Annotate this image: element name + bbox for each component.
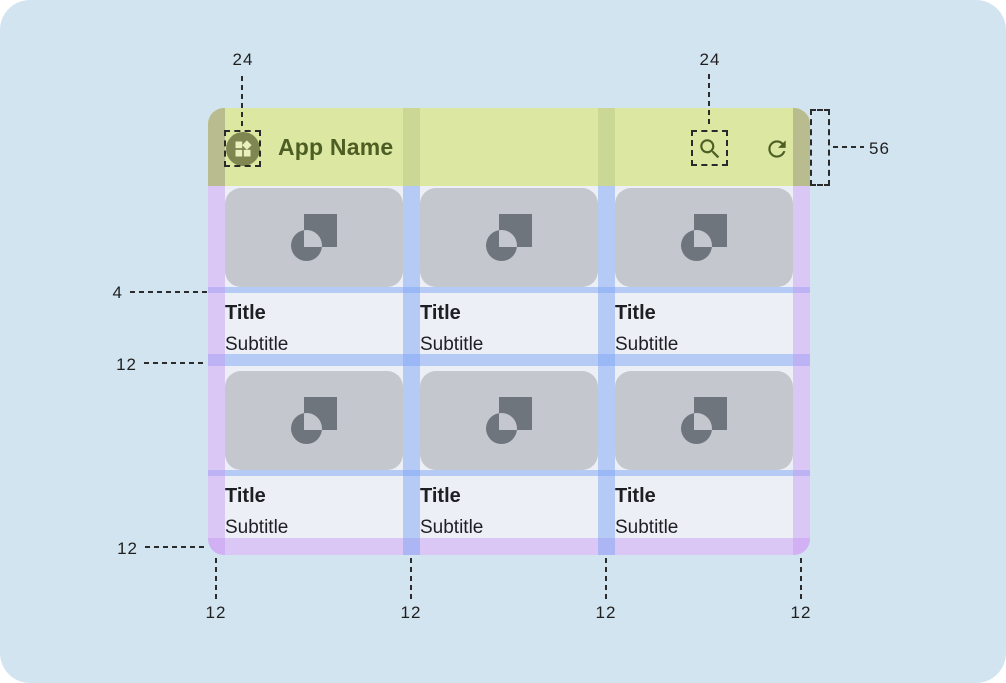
dim-label-column-spacing: 12 [790,603,812,622]
card-subtitle: Subtitle [225,334,289,355]
card[interactable]: Title Subtitle [225,188,403,356]
widgets-icon [233,139,253,159]
image-text-gap-band [208,470,810,476]
search-icon [697,136,723,162]
refresh-icon [764,136,790,162]
dim-label-action-icon: 24 [699,50,721,69]
card[interactable]: Title Subtitle [225,371,403,539]
image-placeholder-icon [486,214,532,261]
bottom-margin-band [208,538,810,555]
image-placeholder-icon [681,214,727,261]
dim-leader-line [708,74,710,128]
left-margin-band [208,108,225,555]
card[interactable]: Title Subtitle [615,371,793,539]
card-subtitle: Subtitle [615,517,679,538]
dim-leader-line [800,558,802,600]
card-title: Title [225,302,266,324]
card-title: Title [420,302,461,324]
image-placeholder-icon [291,214,337,261]
dim-leader-line [410,558,412,600]
dim-label-column-spacing: 12 [205,603,227,622]
dim-label-image-text-gap: 4 [112,283,123,302]
dim-leader-line [145,546,207,548]
image-placeholder-icon [291,397,337,444]
dim-leader-line [215,558,217,600]
card-image-placeholder [420,371,598,470]
card-title: Title [420,485,461,507]
dim-label-appbar-height: 56 [869,139,890,158]
card[interactable]: Title Subtitle [615,188,793,356]
card-subtitle: Subtitle [420,517,484,538]
app-mockup: App Name [208,108,810,555]
app-title: App Name [278,133,394,160]
card-image-placeholder [420,188,598,287]
dim-label-bottom-margin: 12 [117,539,138,558]
card[interactable]: Title Subtitle [420,188,598,356]
search-button[interactable] [697,136,723,162]
dim-label-column-spacing: 12 [595,603,617,622]
refresh-button[interactable] [764,136,790,162]
card-image-placeholder [225,188,403,287]
dim-leader-line [241,76,243,128]
dim-box-action-icon [691,130,728,166]
dim-bracket-appbar-height [810,109,830,186]
card-title: Title [225,485,266,507]
card-image-placeholder [615,371,793,470]
card-subtitle: Subtitle [225,517,289,538]
image-placeholder-icon [681,397,727,444]
dim-label-row-spacing: 12 [116,355,137,374]
card-image-placeholder [615,188,793,287]
card[interactable]: Title Subtitle [420,371,598,539]
app-menu-button[interactable] [226,132,260,166]
right-margin-band [793,108,810,555]
card-subtitle: Subtitle [615,334,679,355]
card-subtitle: Subtitle [420,334,484,355]
gutter-band [403,108,420,555]
gutter-band [598,108,615,555]
card-title: Title [615,485,656,507]
dim-label-column-spacing: 12 [400,603,422,622]
row-spacing-band [208,354,810,366]
dim-leader-line [144,362,207,364]
dim-leader-line [833,146,864,148]
image-placeholder-icon [486,397,532,444]
card-title: Title [615,302,656,324]
image-text-gap-band [208,287,810,293]
card-image-placeholder [225,371,403,470]
dim-box-leading-icon [224,130,261,167]
dim-label-leading-icon: 24 [232,50,254,69]
dim-leader-line [130,291,207,293]
dim-leader-line [605,558,607,600]
